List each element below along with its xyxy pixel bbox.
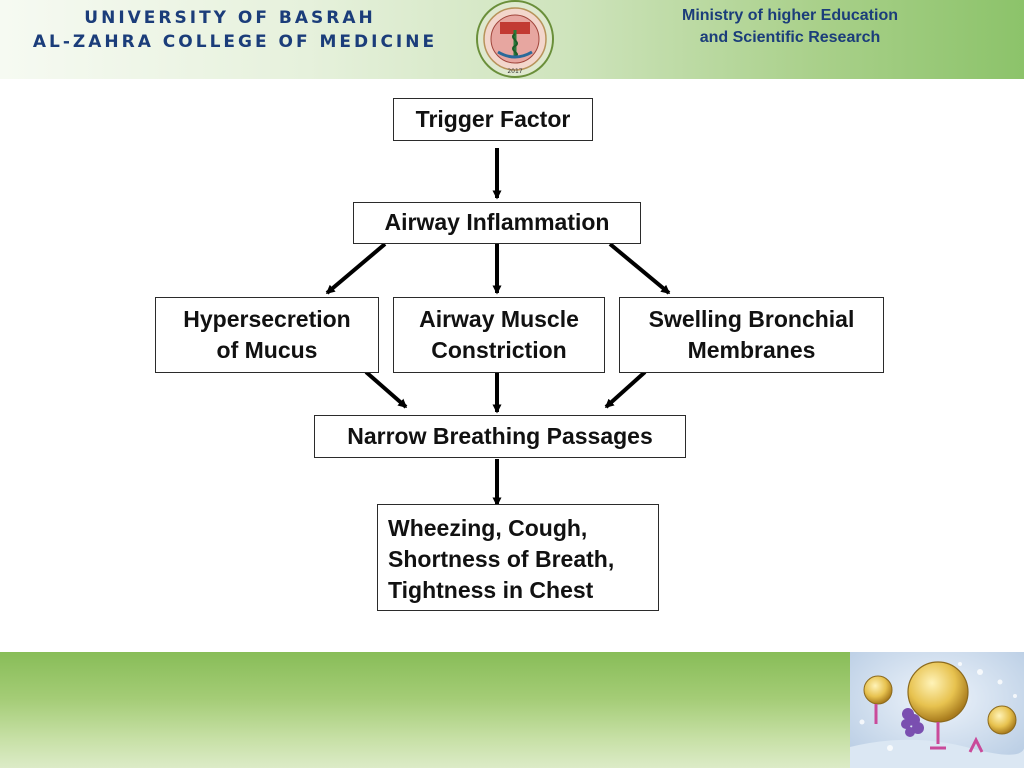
arrow-mucus-to-narrow	[364, 370, 408, 409]
node-airway-inflammation: Airway Inflammation	[353, 202, 641, 244]
node-narrow-breathing-passages: Narrow Breathing Passages	[314, 415, 686, 458]
cell-membrane-illustration	[850, 652, 1024, 768]
node-narrow-breathing-passages-label: Narrow Breathing Passages	[347, 423, 653, 449]
ministry-name: Ministry of higher Education	[681, 7, 898, 24]
arrow-swelling-to-narrow	[604, 370, 647, 409]
slide-footer-band	[0, 652, 850, 768]
arrow-inflammation-to-mucus	[325, 242, 387, 295]
node-trigger-factor-label: Trigger Factor	[415, 106, 571, 132]
ministry-subtitle: and Scientific Research	[699, 29, 881, 46]
logo-year: 2017	[507, 68, 522, 75]
node-hypersecretion-mucus-label: Hypersecretion of Mucus	[183, 306, 351, 363]
node-airway-inflammation-label: Airway Inflammation	[384, 209, 610, 235]
node-airway-muscle-constriction: Airway Muscle Constriction	[393, 297, 605, 373]
university-name: UNIVERSITY OF BASRAH	[84, 8, 376, 28]
slide-header: UNIVERSITY OF BASRAH AL-ZAHRA COLLEGE OF…	[0, 0, 1024, 79]
college-seal-logo: 2017	[476, 0, 554, 78]
college-name: AL-ZAHRA COLLEGE OF MEDICINE	[32, 32, 438, 52]
node-symptoms-label: Wheezing, Cough, Shortness of Breath, Ti…	[388, 515, 615, 603]
node-hypersecretion-mucus: Hypersecretion of Mucus	[155, 297, 379, 373]
node-trigger-factor: Trigger Factor	[393, 98, 593, 141]
arrow-inflammation-to-swelling	[608, 242, 671, 295]
node-airway-muscle-constriction-label: Airway Muscle Constriction	[419, 306, 579, 363]
node-swelling-bronchial-membranes: Swelling Bronchial Membranes	[619, 297, 884, 373]
node-swelling-bronchial-membranes-label: Swelling Bronchial Membranes	[648, 306, 855, 363]
node-symptoms: Wheezing, Cough, Shortness of Breath, Ti…	[377, 504, 659, 611]
